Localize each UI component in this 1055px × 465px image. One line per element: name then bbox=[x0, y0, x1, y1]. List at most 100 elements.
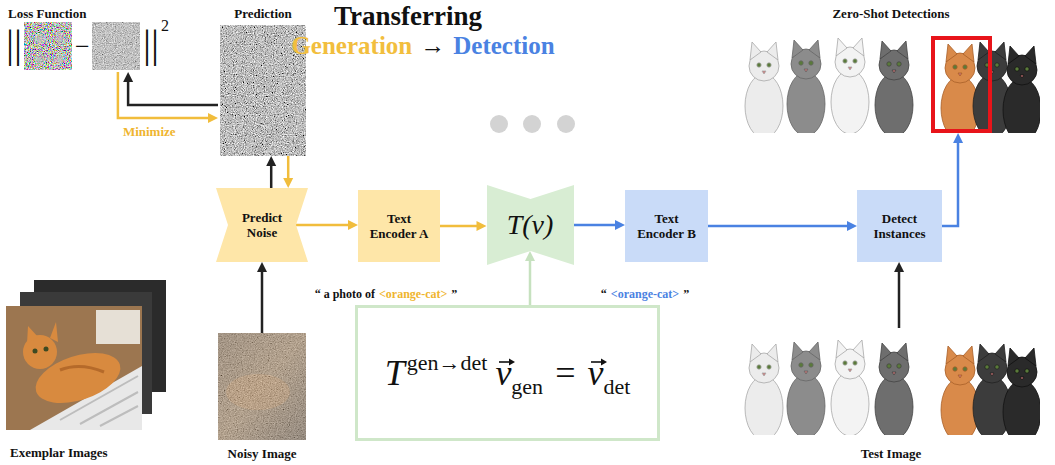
image-panel: Test Image bbox=[742, 328, 1040, 461]
arrow-head bbox=[257, 262, 267, 272]
shape-fill bbox=[216, 188, 308, 262]
subtitle-word: Detection bbox=[453, 32, 554, 60]
loss-formula: Loss Function||−||2 bbox=[4, 6, 174, 72]
label-row: “ a photo of <orange-cat> ” bbox=[315, 287, 458, 302]
arrow-head bbox=[123, 72, 133, 82]
image-panel: Exemplar Images bbox=[4, 278, 169, 460]
panel-heading: Test Image bbox=[742, 446, 1040, 461]
connector bbox=[118, 72, 218, 123]
connector-line bbox=[898, 270, 901, 328]
equation-box: Tgen→detvgen=vdet bbox=[355, 305, 660, 441]
connector-line bbox=[287, 156, 290, 180]
vector-symbol: v bbox=[587, 352, 603, 394]
connector bbox=[123, 72, 218, 105]
process-box: Text Encoder B bbox=[625, 190, 708, 262]
connector bbox=[257, 262, 267, 333]
connector-line bbox=[942, 141, 958, 226]
norm-bars: || bbox=[6, 24, 22, 64]
shape-fill bbox=[487, 185, 574, 265]
prompt-text: ” bbox=[451, 287, 457, 302]
image-panel: Noisy Image bbox=[218, 333, 306, 461]
connector bbox=[440, 221, 487, 231]
arrow-head bbox=[894, 262, 904, 272]
edge-label: Minimize bbox=[122, 124, 177, 139]
panel-heading: Exemplar Images bbox=[4, 445, 169, 460]
subtitle-word: Generation bbox=[291, 32, 412, 60]
node-label: Text Encoder A bbox=[366, 211, 432, 241]
process-box: Text Encoder A bbox=[358, 190, 440, 262]
math-symbol: T bbox=[385, 352, 405, 394]
connector bbox=[574, 220, 626, 230]
process-hourglass: Predict Noise bbox=[216, 188, 308, 262]
image-panel: Zero-Shot Detections bbox=[742, 6, 1040, 133]
minus-sign: − bbox=[75, 34, 90, 60]
panel-heading: Prediction bbox=[218, 6, 308, 21]
connector-line bbox=[440, 225, 479, 228]
connector bbox=[266, 156, 276, 188]
node-label: T(v) bbox=[507, 210, 554, 241]
math-symbol: = bbox=[555, 352, 575, 394]
superscript: gen→det bbox=[407, 350, 488, 376]
token-text: “ bbox=[601, 287, 607, 302]
subscript: gen bbox=[511, 374, 543, 400]
connector-line bbox=[574, 224, 618, 227]
arrow-head bbox=[348, 220, 358, 230]
noise-square bbox=[24, 22, 72, 70]
token-text: <orange-cat> bbox=[611, 287, 679, 302]
vector-arrow-head bbox=[601, 359, 607, 366]
token-text: ” bbox=[683, 287, 689, 302]
detection-box bbox=[933, 38, 990, 131]
figure-circle bbox=[33, 349, 38, 354]
figure-path bbox=[60, 366, 104, 372]
vector-arrow-line bbox=[499, 361, 511, 363]
math-symbol: v bbox=[495, 353, 511, 393]
equation-row: Tgen→detvgen=vdet bbox=[385, 352, 631, 394]
arrow-head bbox=[266, 156, 276, 166]
noisy-photo bbox=[218, 333, 306, 440]
arrow-head bbox=[477, 221, 487, 231]
node-label: Text Encoder B bbox=[634, 211, 700, 241]
prompt-text: “ a photo of bbox=[315, 287, 375, 302]
figure-path bbox=[27, 322, 58, 344]
cats-photo bbox=[742, 30, 1041, 142]
image-panel: Prediction bbox=[218, 6, 308, 156]
figure-rect bbox=[218, 333, 306, 440]
ellipsis-dot bbox=[523, 115, 541, 133]
connector-line bbox=[261, 270, 264, 333]
cats-photo bbox=[742, 332, 1041, 444]
arrow-head bbox=[847, 221, 857, 231]
norm-bars: || bbox=[143, 24, 159, 64]
connector-line bbox=[128, 80, 218, 105]
connector bbox=[525, 251, 535, 305]
arrow-head bbox=[615, 220, 625, 230]
arrow-head bbox=[283, 178, 293, 188]
connector-line bbox=[296, 224, 350, 227]
label-row: “ <orange-cat> ” bbox=[601, 287, 689, 302]
noise-square bbox=[92, 22, 140, 70]
transform-bowtie: T(v) bbox=[487, 185, 574, 265]
connector bbox=[296, 220, 358, 230]
connector bbox=[708, 221, 857, 231]
vector-arrow-head bbox=[509, 359, 515, 366]
connector-line bbox=[529, 259, 532, 305]
connector-line bbox=[270, 164, 273, 188]
node-label: Detect Instances bbox=[867, 211, 933, 241]
exemplar-photo bbox=[6, 306, 142, 430]
panel-heading: Zero-Shot Detections bbox=[742, 6, 1040, 21]
diagram-title: Transferring bbox=[334, 1, 482, 32]
math-symbol: v bbox=[587, 353, 603, 393]
subtitle-word: → bbox=[420, 32, 445, 60]
exponent: 2 bbox=[161, 18, 169, 34]
arrow-head bbox=[208, 113, 218, 123]
connector bbox=[942, 133, 963, 226]
arrow-head bbox=[525, 251, 535, 261]
subscript: det bbox=[603, 374, 630, 400]
vector-symbol: v bbox=[495, 352, 511, 394]
connector bbox=[894, 262, 904, 328]
ellipsis-dot bbox=[557, 115, 575, 133]
vector-arrow-line bbox=[591, 361, 603, 363]
prompt-text: <orange-cat> bbox=[379, 287, 447, 302]
node-label: Predict Noise bbox=[234, 210, 290, 240]
figure-rect bbox=[218, 333, 306, 440]
